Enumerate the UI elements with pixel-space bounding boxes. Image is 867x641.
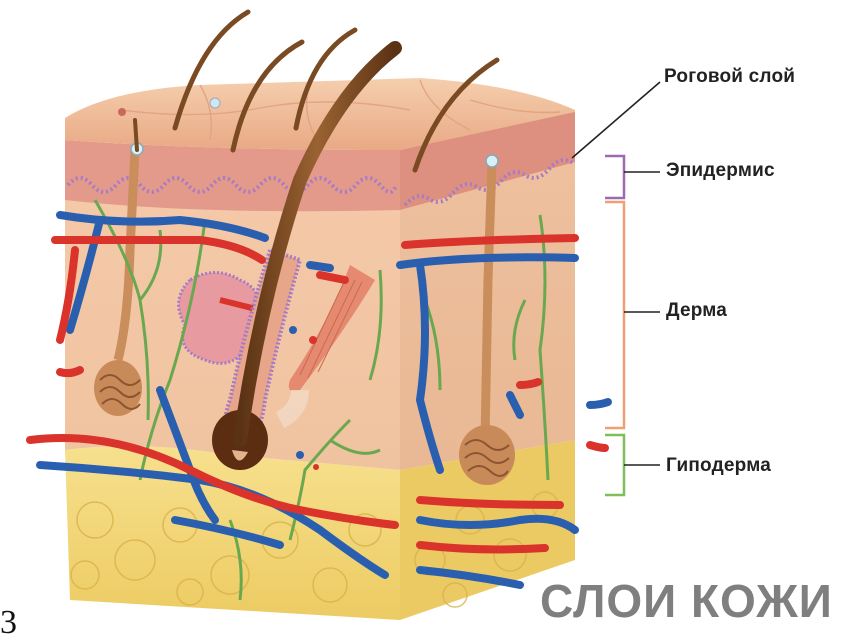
dermis-bracket (605, 202, 624, 428)
dermis-label: Дерма (666, 300, 727, 322)
hypodermis-bracket (605, 435, 624, 495)
epidermis-label: Эпидермис (666, 160, 775, 182)
corneum-pointer-line (572, 82, 660, 158)
corner-mark: 3 (0, 606, 17, 640)
hypodermis-label: Гиподерма (666, 455, 771, 477)
diagram-title: СЛОИ КОЖИ (540, 574, 833, 628)
stratum-corneum-label: Роговой слой (664, 66, 795, 88)
epidermis-bracket (605, 156, 624, 198)
